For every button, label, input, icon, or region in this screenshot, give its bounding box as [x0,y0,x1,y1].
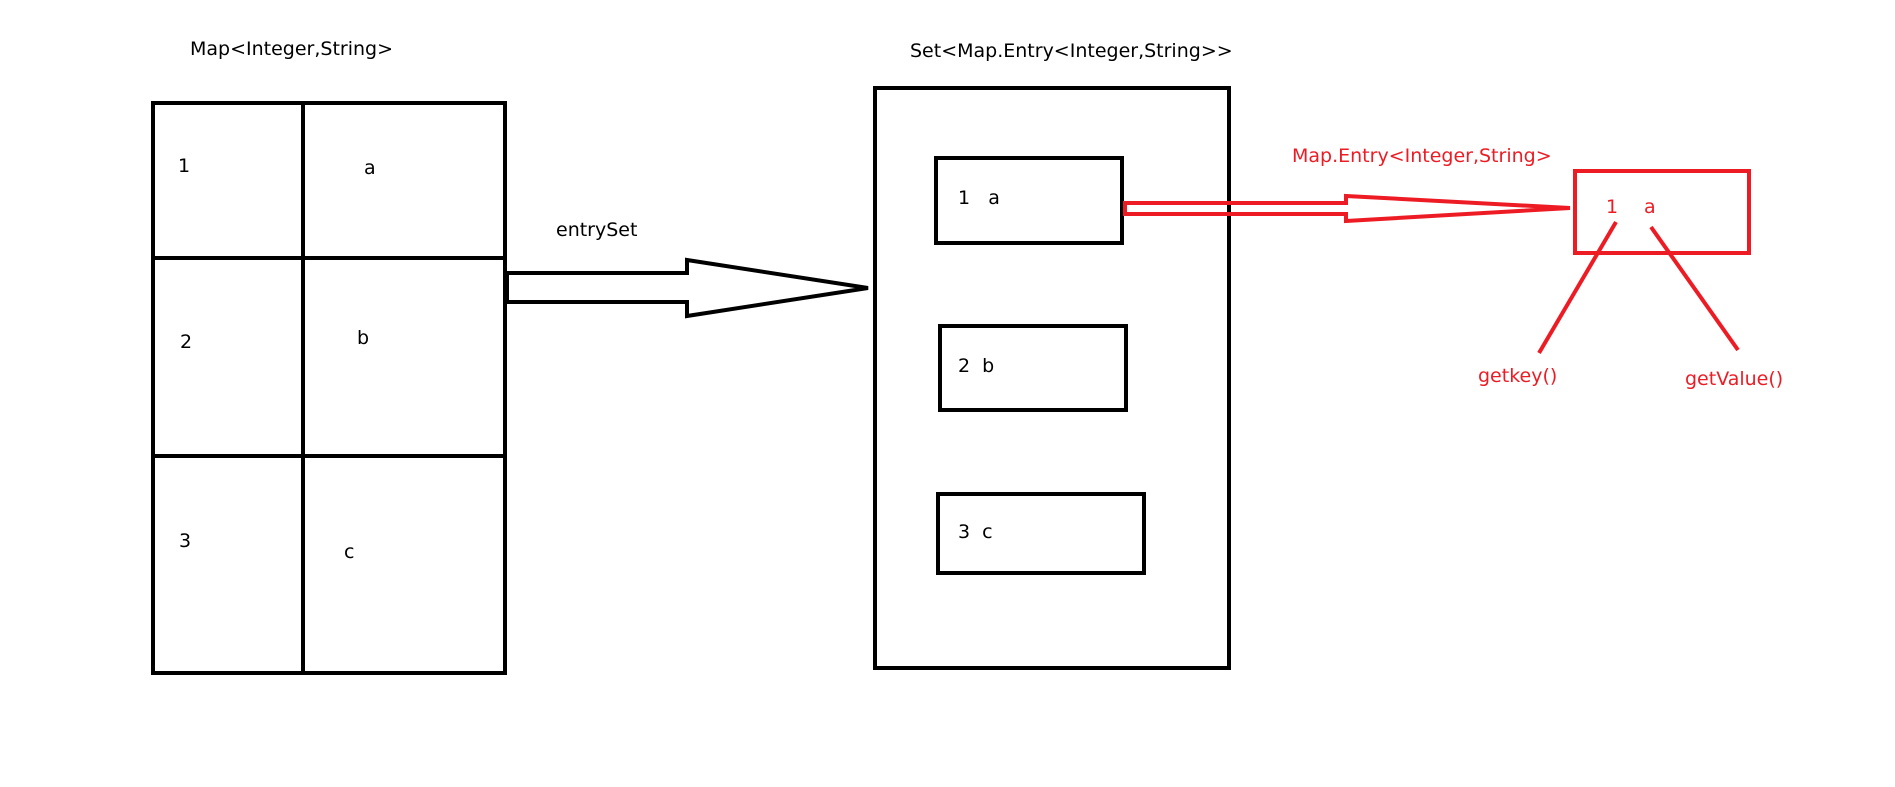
map-table-border [151,101,507,675]
entry-key: 1 [1606,196,1618,218]
map-value: c [344,541,354,563]
set-border [873,86,1231,670]
set-entry-label: 3 c [958,521,993,543]
entry-title: Map.Entry<Integer,String> [1292,145,1552,167]
set-entry-box [934,156,1124,245]
set-entry-box [938,324,1128,412]
entryset-arrow [505,257,869,319]
entry-arrow [1123,193,1571,224]
entry-value: a [1644,196,1656,218]
map-value: b [357,327,369,349]
set-entry-label: 2 b [958,355,994,377]
getvalue-label: getValue() [1685,368,1783,390]
map-key: 2 [180,331,192,353]
entry-box: 1 a [1573,169,1751,255]
map-key: 3 [179,530,191,552]
map-title: Map<Integer,String> [190,38,393,60]
getkey-pointer-line [1537,220,1618,355]
map-value: a [364,157,376,179]
map-key: 1 [178,155,190,177]
set-container: 1 a 2 b 3 c [873,86,1231,670]
set-entry-box [936,492,1146,575]
entryset-label: entrySet [556,219,637,241]
map-table: 1 a 2 b 3 c [151,101,507,675]
set-entry-label: 1 a [958,187,1000,209]
entry-border [1573,169,1751,255]
getkey-label: getkey() [1478,365,1557,387]
set-title: Set<Map.Entry<Integer,String>> [910,40,1233,62]
getvalue-pointer-line [1649,225,1740,352]
